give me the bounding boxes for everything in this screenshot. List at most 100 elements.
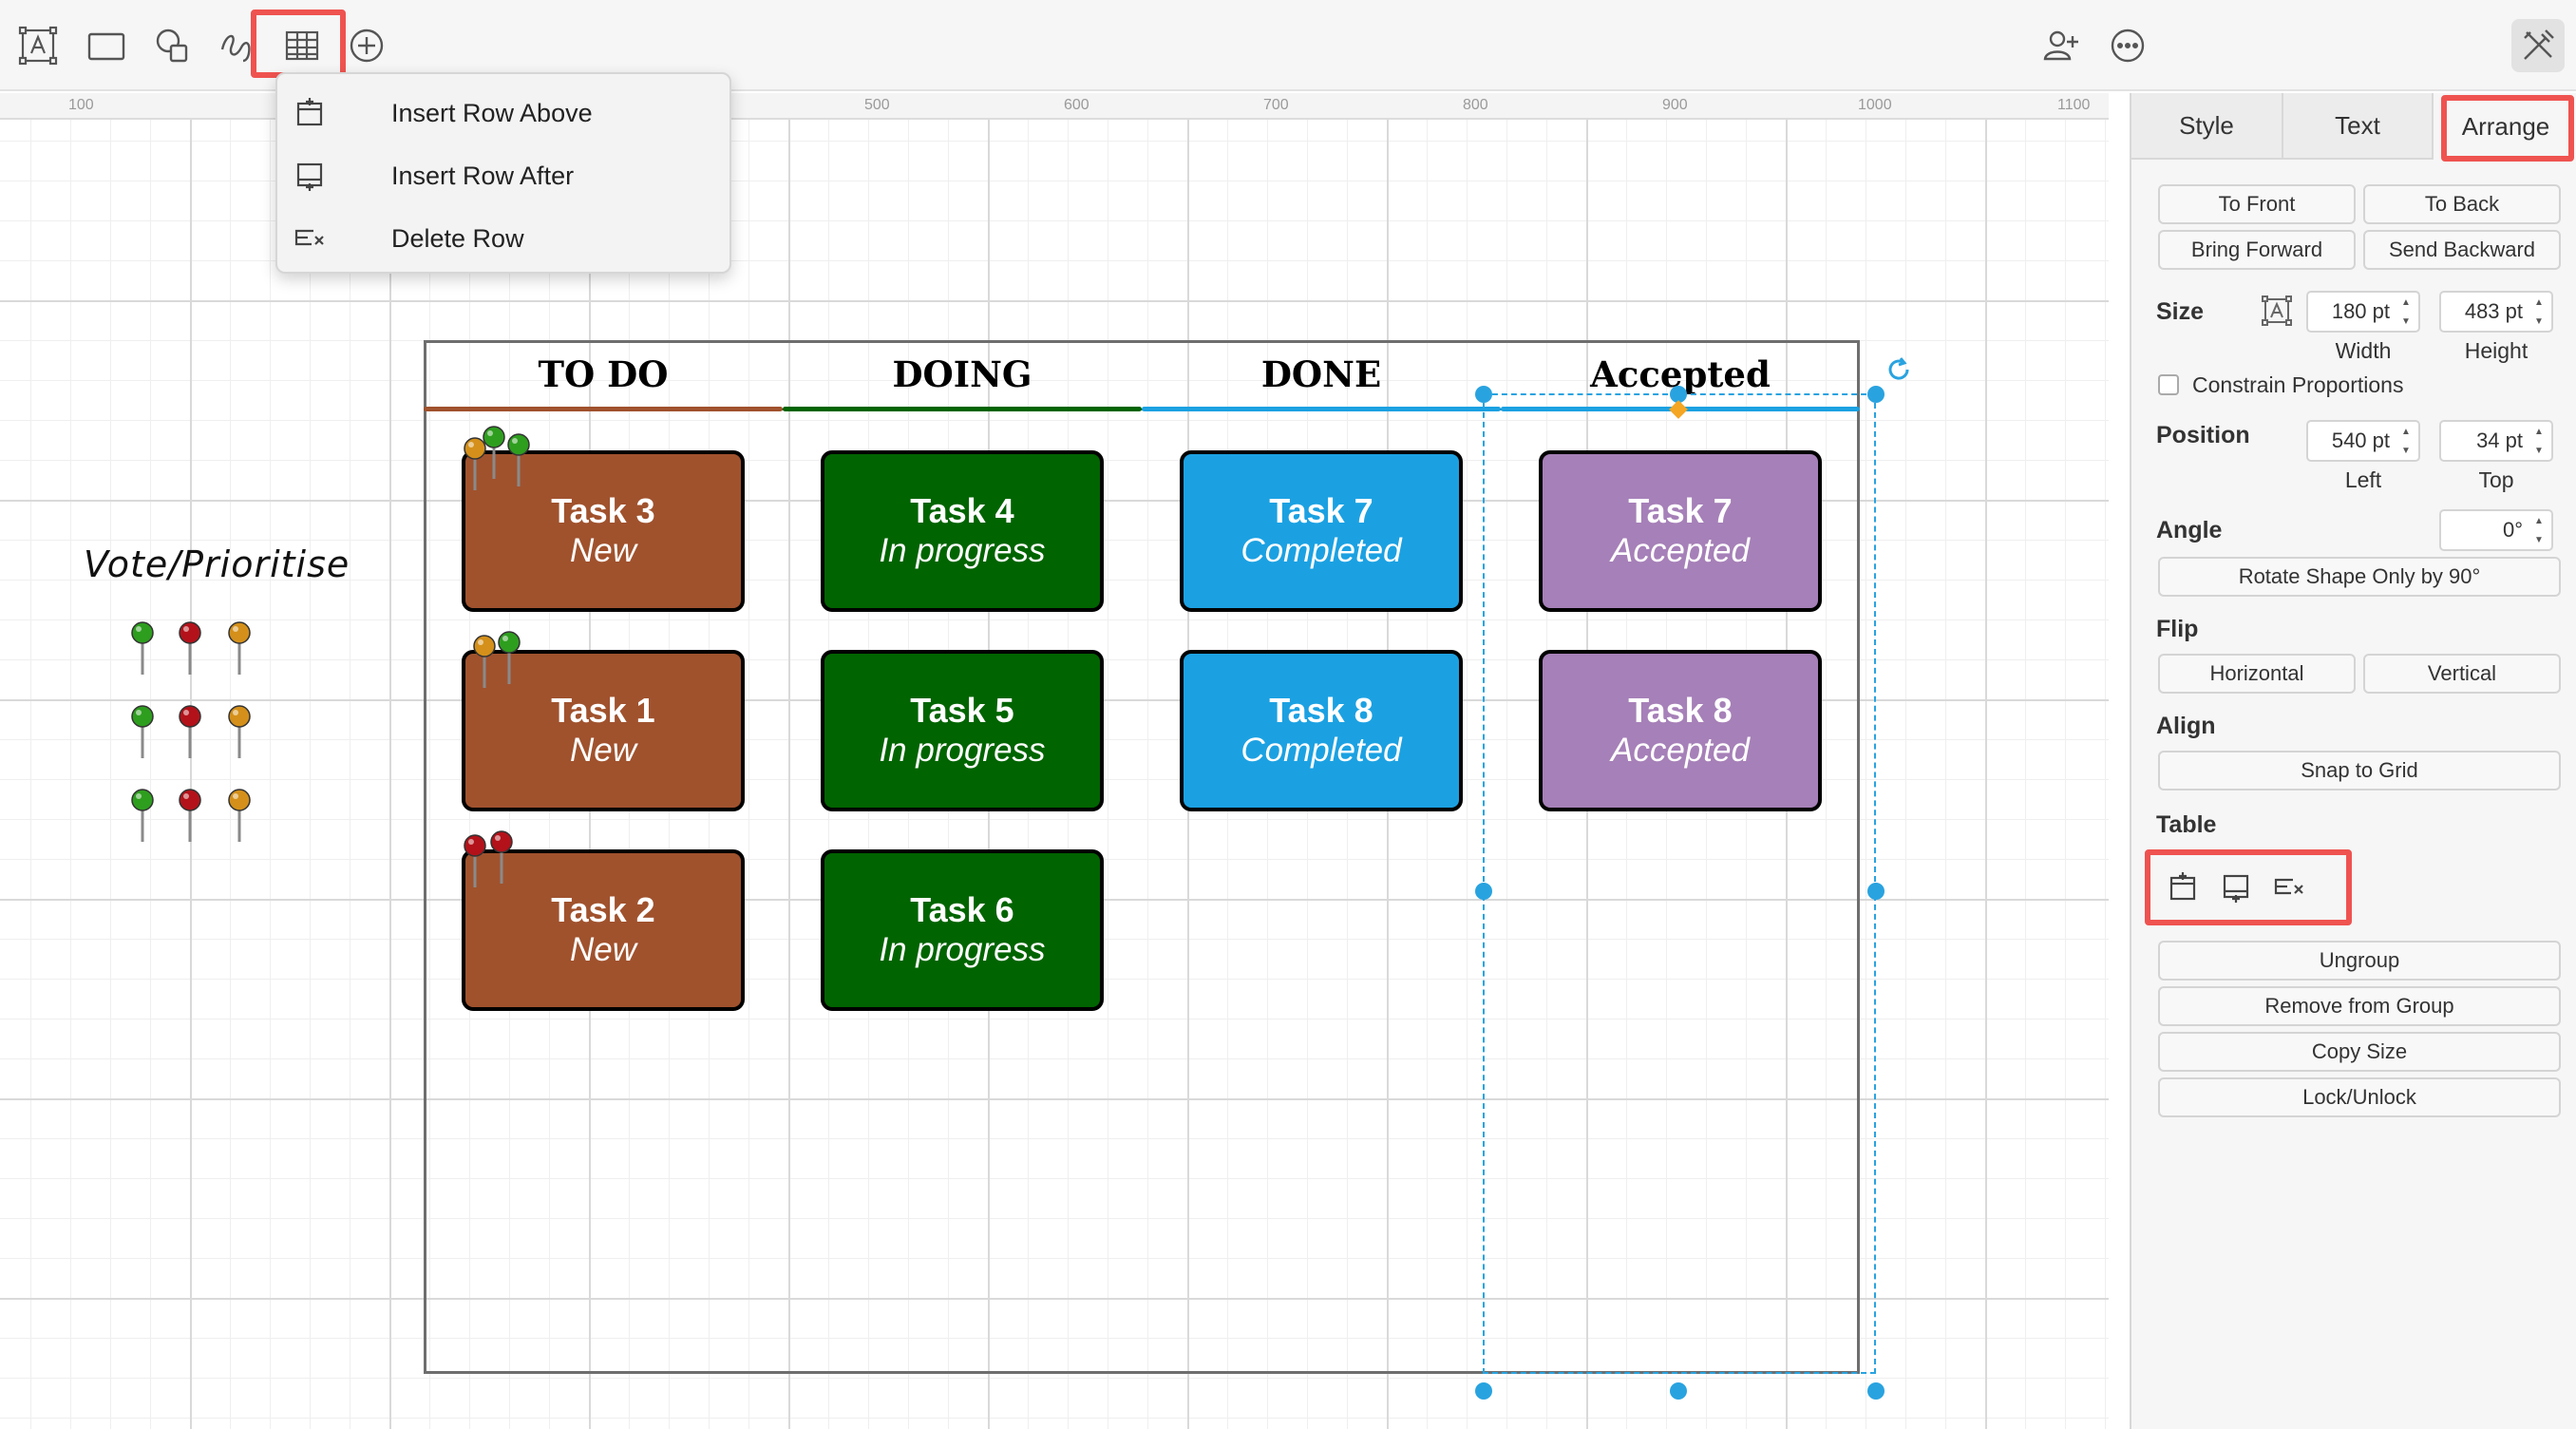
card-task-7-done[interactable]: Task 7 Completed bbox=[1180, 450, 1463, 612]
card-title: Task 8 bbox=[1628, 691, 1733, 730]
vote-pin-icon[interactable] bbox=[128, 703, 157, 760]
vote-pin-icon[interactable] bbox=[495, 629, 523, 686]
card-status: Accepted bbox=[1611, 532, 1750, 569]
left-stepper[interactable]: ▲▼ bbox=[2401, 427, 2411, 456]
ruler-tick: 900 bbox=[1662, 97, 1688, 113]
card-task-3[interactable]: Task 3 New bbox=[462, 450, 745, 612]
snap-to-grid-button[interactable]: Snap to Grid bbox=[2158, 751, 2561, 791]
table-context-menu: Insert Row Above Insert Row After Delete… bbox=[275, 72, 731, 274]
column-underline-done bbox=[1142, 407, 1501, 411]
card-task-7-accepted[interactable]: Task 7 Accepted bbox=[1539, 450, 1822, 612]
insert-row-above-icon[interactable] bbox=[2166, 870, 2200, 905]
format-panel-toggle-icon[interactable] bbox=[2511, 19, 2565, 72]
vote-pin-icon[interactable] bbox=[128, 787, 157, 844]
angle-stepper[interactable]: ▲▼ bbox=[2534, 516, 2544, 545]
card-task-2[interactable]: Task 2 New bbox=[462, 849, 745, 1011]
selection-handle[interactable] bbox=[1475, 386, 1492, 403]
vote-pin-icon[interactable] bbox=[176, 619, 204, 676]
lock-unlock-button[interactable]: Lock/Unlock bbox=[2158, 1077, 2561, 1117]
height-stepper[interactable]: ▲▼ bbox=[2534, 297, 2544, 327]
flip-horizontal-button[interactable]: Horizontal bbox=[2158, 654, 2356, 694]
table-section-label: Table bbox=[2156, 811, 2217, 838]
autosize-icon[interactable] bbox=[2261, 295, 2293, 327]
vote-pin-icon[interactable] bbox=[225, 619, 254, 676]
freehand-icon[interactable] bbox=[211, 19, 264, 72]
send-backward-button[interactable]: Send Backward bbox=[2363, 230, 2561, 270]
selection-handle[interactable] bbox=[1867, 883, 1885, 900]
vote-pin-icon[interactable] bbox=[470, 633, 499, 690]
constrain-proportions-checkbox[interactable] bbox=[2158, 374, 2179, 395]
card-task-6[interactable]: Task 6 In progress bbox=[821, 849, 1104, 1011]
vote-pin-icon[interactable] bbox=[176, 703, 204, 760]
selection-handle[interactable] bbox=[1867, 1382, 1885, 1400]
text-tool-icon[interactable] bbox=[11, 19, 65, 72]
top-stepper[interactable]: ▲▼ bbox=[2534, 427, 2544, 456]
delete-row-icon bbox=[294, 229, 324, 246]
ungroup-button[interactable]: Ungroup bbox=[2158, 941, 2561, 981]
width-input[interactable]: 180 pt ▲▼ bbox=[2306, 291, 2420, 333]
insert-row-after-icon bbox=[296, 162, 323, 191]
vote-pin-icon[interactable] bbox=[176, 787, 204, 844]
arrange-tab-highlight bbox=[2441, 95, 2574, 162]
ruler-tick: 600 bbox=[1064, 97, 1089, 113]
vote-pin-icon[interactable] bbox=[128, 619, 157, 676]
ruler-tick: 1100 bbox=[2057, 97, 2091, 113]
card-title: Task 6 bbox=[910, 890, 1014, 929]
top-input[interactable]: 34 pt ▲▼ bbox=[2439, 420, 2553, 462]
bring-forward-button[interactable]: Bring Forward bbox=[2158, 230, 2356, 270]
tab-style[interactable]: Style bbox=[2131, 93, 2283, 160]
vote-pin-icon[interactable] bbox=[461, 435, 489, 492]
selection-handle[interactable] bbox=[1867, 386, 1885, 403]
vote-pin-icon[interactable] bbox=[461, 832, 489, 889]
card-task-8-done[interactable]: Task 8 Completed bbox=[1180, 650, 1463, 811]
card-task-1[interactable]: Task 1 New bbox=[462, 650, 745, 811]
more-icon[interactable] bbox=[2101, 19, 2154, 72]
add-icon[interactable] bbox=[340, 19, 393, 72]
column-header-doing[interactable]: DOING bbox=[892, 353, 1032, 395]
height-input[interactable]: 483 pt ▲▼ bbox=[2439, 291, 2553, 333]
vote-prioritise-label[interactable]: Vote/Prioritise bbox=[84, 543, 350, 585]
tab-arrange[interactable]: Arrange bbox=[2434, 93, 2576, 160]
rotate-handle-icon[interactable] bbox=[1885, 355, 1913, 384]
kanban-table[interactable] bbox=[424, 340, 1860, 1374]
vote-pin-icon[interactable] bbox=[225, 787, 254, 844]
rotate-90-button[interactable]: Rotate Shape Only by 90° bbox=[2158, 557, 2561, 597]
vote-pin-icon[interactable] bbox=[487, 829, 516, 886]
shapes-icon[interactable] bbox=[146, 19, 199, 72]
to-back-button[interactable]: To Back bbox=[2363, 184, 2561, 224]
flip-section-label: Flip bbox=[2156, 616, 2199, 642]
insert-row-after-icon[interactable] bbox=[2219, 870, 2253, 905]
width-stepper[interactable]: ▲▼ bbox=[2401, 297, 2411, 327]
card-status: In progress bbox=[879, 732, 1046, 769]
tab-text[interactable]: Text bbox=[2283, 93, 2434, 160]
menu-item-label: Delete Row bbox=[391, 223, 524, 253]
menu-item-label: Insert Row After bbox=[391, 161, 575, 190]
delete-row-icon[interactable] bbox=[2272, 870, 2306, 905]
menu-item-delete-row[interactable]: Delete Row bbox=[277, 209, 729, 268]
selection-handle[interactable] bbox=[1670, 386, 1687, 403]
card-task-8-accepted[interactable]: Task 8 Accepted bbox=[1539, 650, 1822, 811]
selection-handle[interactable] bbox=[1475, 1382, 1492, 1400]
flip-vertical-button[interactable]: Vertical bbox=[2363, 654, 2561, 694]
menu-item-insert-row-above[interactable]: Insert Row Above bbox=[277, 84, 729, 143]
table-icon[interactable] bbox=[275, 19, 329, 72]
selection-handle[interactable] bbox=[1670, 1382, 1687, 1400]
column-header-todo[interactable]: TO DO bbox=[538, 353, 669, 395]
card-task-5[interactable]: Task 5 In progress bbox=[821, 650, 1104, 811]
remove-from-group-button[interactable]: Remove from Group bbox=[2158, 986, 2561, 1026]
left-input[interactable]: 540 pt ▲▼ bbox=[2306, 420, 2420, 462]
share-icon[interactable] bbox=[2035, 19, 2088, 72]
vote-pin-icon[interactable] bbox=[504, 431, 533, 488]
column-header-done[interactable]: DONE bbox=[1260, 353, 1382, 395]
selection-handle[interactable] bbox=[1475, 883, 1492, 900]
card-task-4[interactable]: Task 4 In progress bbox=[821, 450, 1104, 612]
rectangle-icon[interactable] bbox=[80, 19, 133, 72]
menu-item-insert-row-after[interactable]: Insert Row After bbox=[277, 146, 729, 205]
vote-pin-icon[interactable] bbox=[225, 703, 254, 760]
card-status: New bbox=[569, 931, 637, 968]
card-status: New bbox=[569, 532, 637, 569]
vote-pin-icon[interactable] bbox=[480, 424, 508, 481]
copy-size-button[interactable]: Copy Size bbox=[2158, 1032, 2561, 1072]
angle-input[interactable]: 0° ▲▼ bbox=[2439, 509, 2553, 551]
to-front-button[interactable]: To Front bbox=[2158, 184, 2356, 224]
